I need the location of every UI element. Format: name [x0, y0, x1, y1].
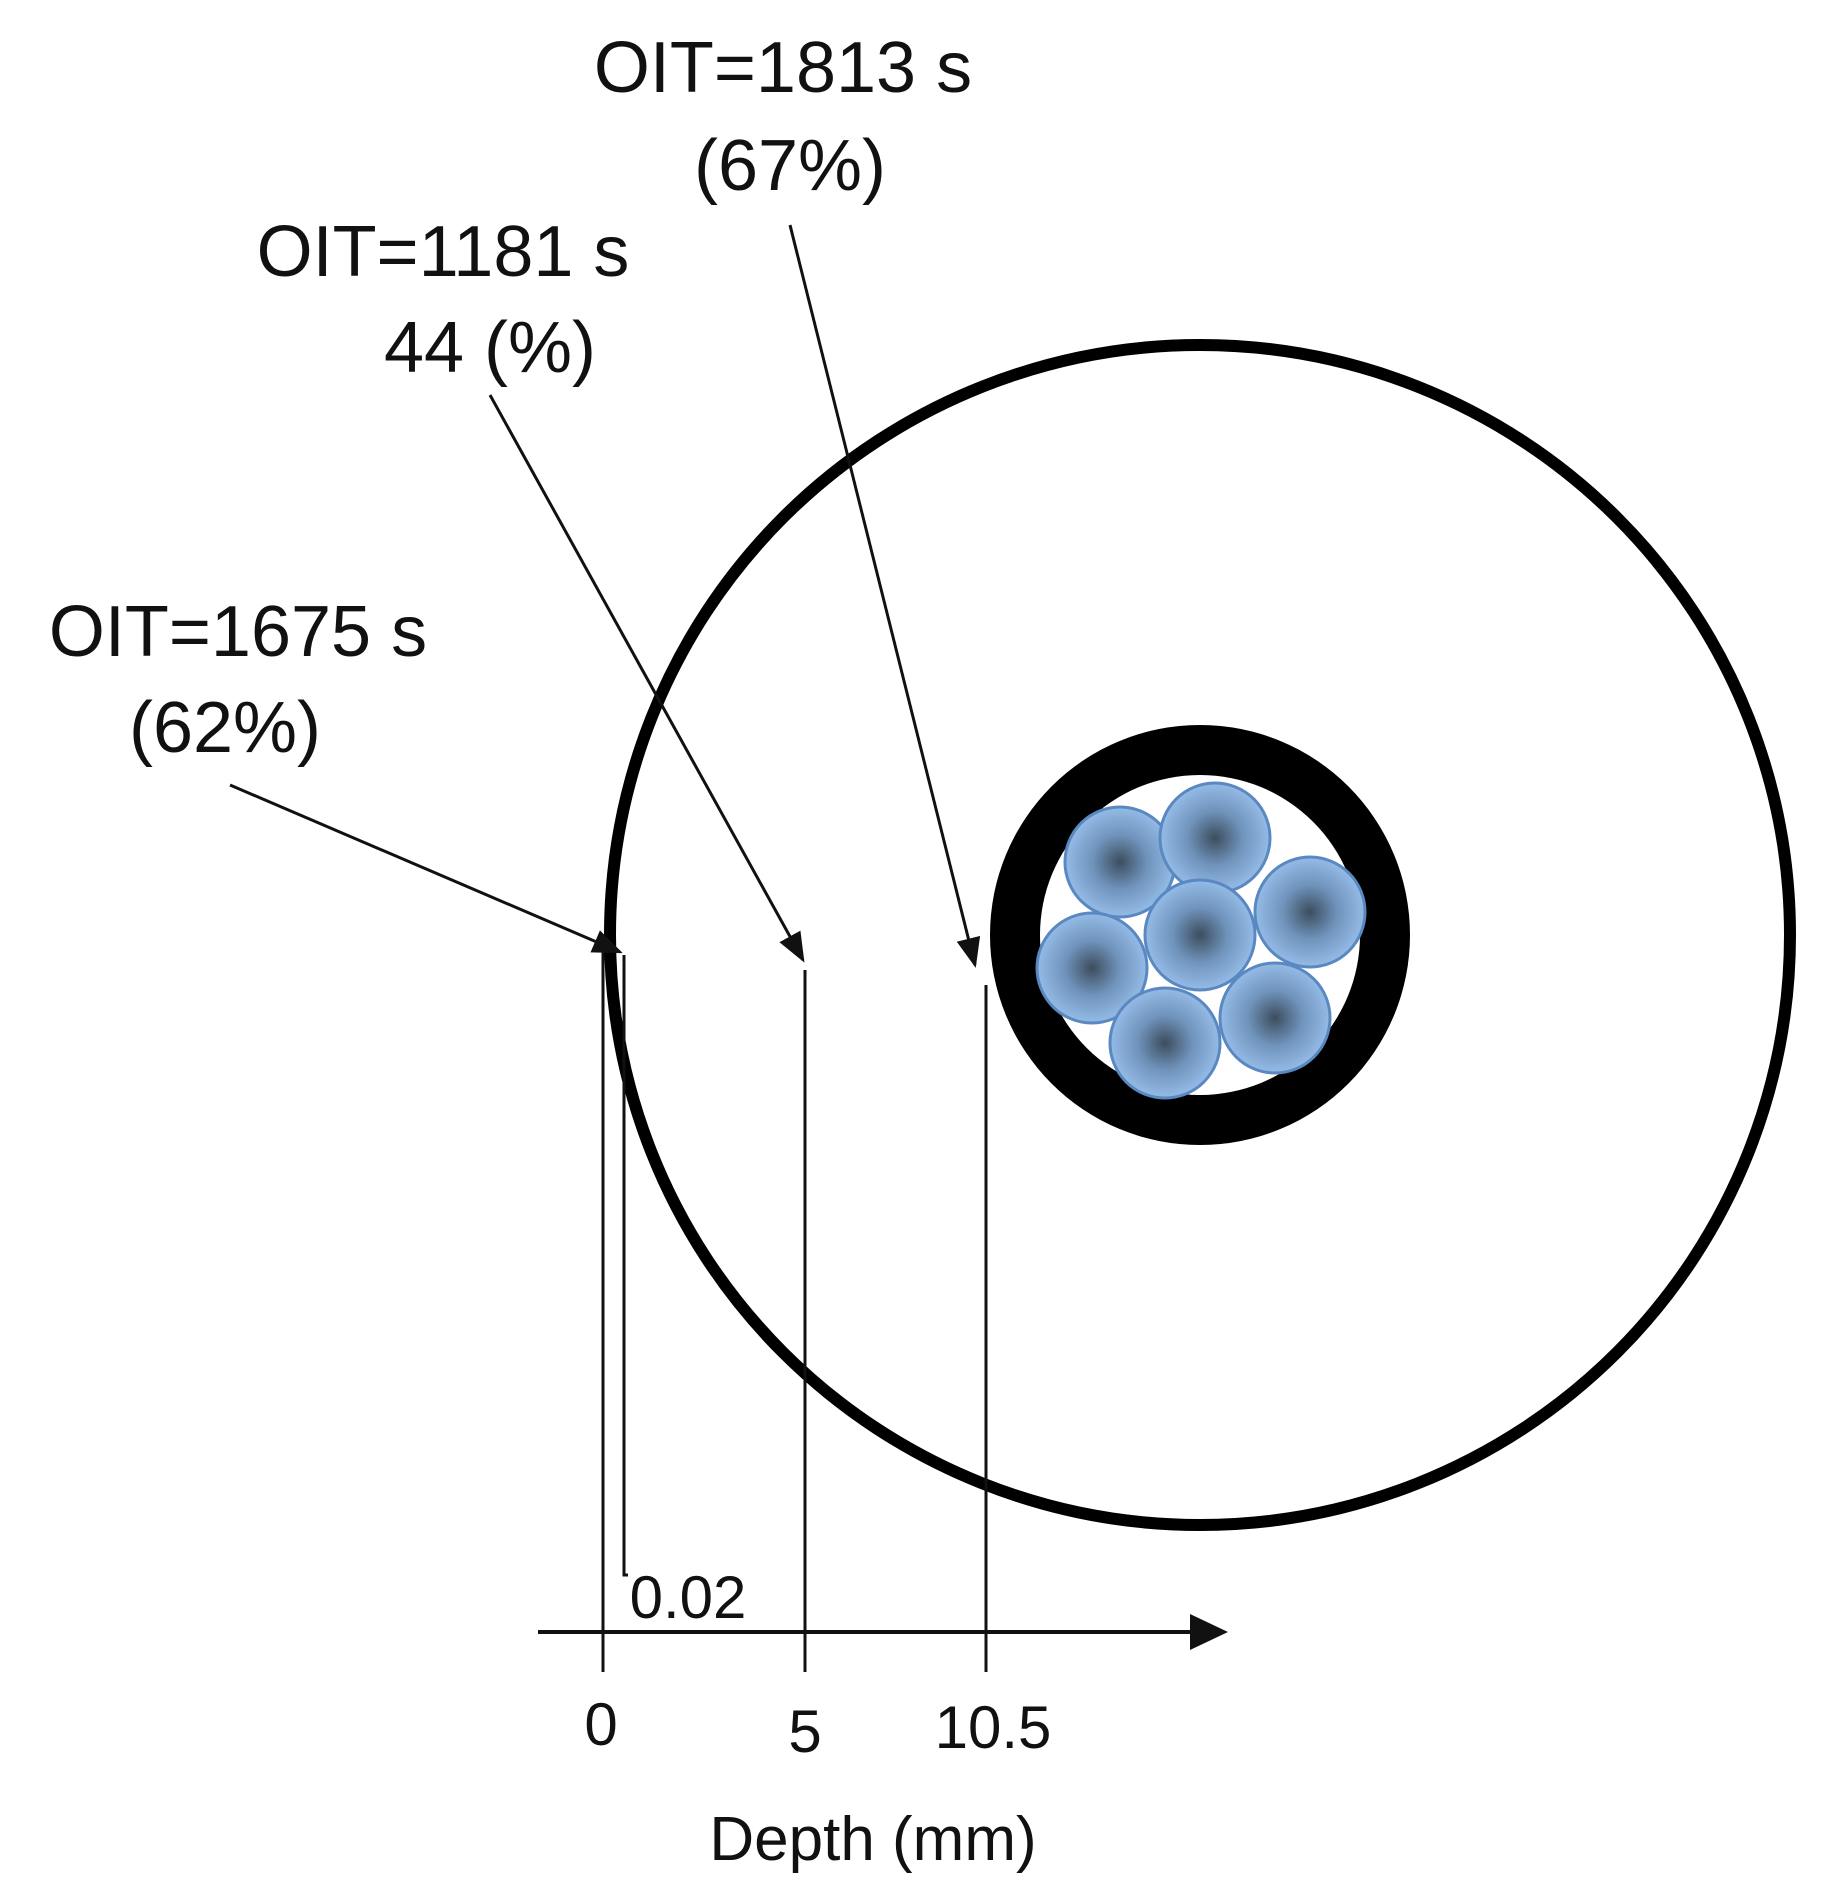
strand-bottom-left — [1108, 986, 1222, 1100]
leader-arrow-1675 — [229, 783, 623, 954]
tick-label-0: 0 — [584, 1691, 617, 1758]
tick-label-5: 5 — [788, 1698, 821, 1765]
annotation-1181-oit: OIT=1181 s — [257, 212, 630, 292]
leader-arrow-1181 — [488, 394, 805, 963]
strand-right — [1253, 855, 1367, 969]
strand-center — [1143, 878, 1257, 992]
tick-label-10.5: 10.5 — [935, 1694, 1052, 1761]
annotation-1181-percent: 44 (%) — [384, 308, 596, 388]
strand-top-right — [1158, 781, 1272, 895]
leader-arrow-1813 — [788, 224, 981, 968]
strand-bottom-right — [1218, 961, 1332, 1075]
annotation-1813-percent: (67%) — [694, 126, 886, 206]
strand-bundle — [1035, 781, 1367, 1100]
depth-axis-arrowhead — [1190, 1614, 1228, 1650]
strand-left — [1035, 911, 1149, 1025]
annotation-1675-oit: OIT=1675 s — [49, 592, 427, 672]
annotation-1675-percent: (62%) — [129, 688, 321, 768]
depth-axis-label: Depth (mm) — [709, 1805, 1036, 1874]
small-tick-label: 0.02 — [630, 1564, 747, 1631]
depth-marker-0.02 — [622, 955, 628, 1577]
annotation-1813-oit: OIT=1813 s — [594, 28, 972, 108]
